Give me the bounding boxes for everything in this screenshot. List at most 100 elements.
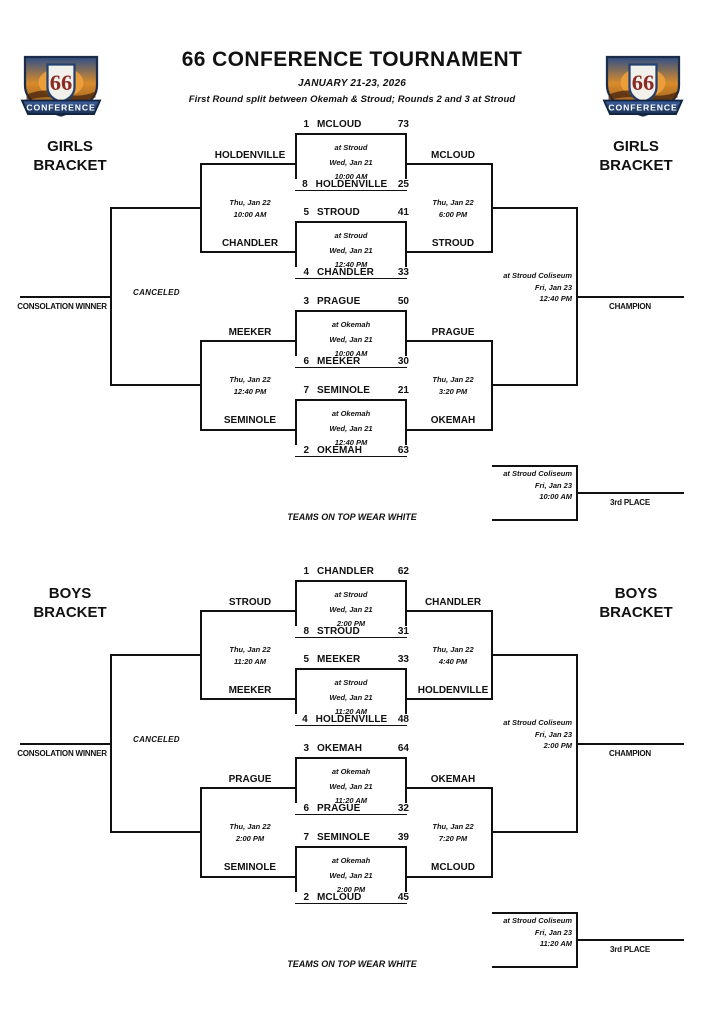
team-score: 30: [397, 356, 409, 367]
girls-consolation-1-spine: [200, 163, 202, 253]
seed: 7: [303, 832, 309, 843]
team-name: SEMINOLE: [317, 385, 371, 396]
girls-game-4-date: Wed, Jan 21: [329, 423, 373, 433]
boys-third-time: 11:20 AM: [539, 939, 572, 949]
girls-game-4-bottom-team: 2 OKEMAH 63: [295, 445, 409, 456]
girls-final-site: at Stroud Coliseum: [503, 271, 572, 280]
girls-consolation-2-top-name: MEEKER: [228, 327, 272, 338]
boys-bracket-label-right: BOYS BRACKET: [576, 585, 696, 623]
girls-game-1-date: Wed, Jan 21: [329, 157, 373, 167]
boys-game-4-time: 2:00 PM: [336, 884, 366, 894]
boys-game-2-site: at Stroud: [334, 678, 368, 688]
girls-label-line1: GIRLS: [613, 138, 659, 155]
girls-game-4-site: at Okemah: [331, 409, 371, 419]
boys-label-line2: BRACKET: [599, 603, 673, 621]
boys-third-meta: at Stroud Coliseum Fri, Jan 23 11:20 AM: [486, 915, 572, 950]
boys-semifinal-2-bottom-line: [407, 876, 493, 878]
boys-game-4-bottom-team: 2 MCLOUD 45: [295, 892, 409, 903]
boys-semifinal-2-bottom-name: MCLOUD: [431, 862, 475, 873]
girls-champion-label: CHAMPION: [609, 302, 651, 311]
team-score: 31: [397, 626, 409, 637]
team-score: 21: [397, 385, 409, 396]
seed: 5: [303, 654, 309, 665]
boys-final-date: Fri, Jan 23: [534, 729, 572, 739]
girls-semifinal-1-date: Thu, Jan 22: [432, 198, 474, 207]
girls-semifinal-1-time: 6:00 PM: [438, 209, 468, 219]
girls-semifinal-2-time: 3:20 PM: [438, 386, 468, 396]
team-score: 62: [397, 566, 409, 577]
seed: 8: [303, 626, 309, 637]
team-score: 33: [397, 654, 409, 665]
girls-consolation-1-top-name: HOLDENVILLE: [214, 150, 286, 161]
boys-final-time: 2:00 PM: [543, 741, 572, 751]
boys-semifinal-1-bottom-name: HOLDENVILLE: [417, 685, 489, 696]
boys-semifinal-1-date: Thu, Jan 22: [432, 645, 474, 654]
girls-game-1-bottom-team: 8 HOLDENVILLE 25: [295, 179, 409, 190]
girls-game-2-site: at Stroud: [334, 231, 368, 241]
team-score: 73: [397, 119, 409, 130]
team-score: 48: [397, 714, 409, 725]
boys-semifinal-2-top-line: [407, 787, 493, 789]
boys-game-4-top-team: 7 SEMINOLE 39: [295, 832, 409, 843]
girls-game-2-top-team: 5 STROUD 41: [295, 207, 409, 218]
boys-game-2-bottom-team: 4 HOLDENVILLE 48: [295, 714, 409, 725]
girls-consolation-1-bottom-name: CHANDLER: [221, 238, 279, 249]
girls-game-3-top-team: 3 PRAGUE 50: [295, 296, 409, 307]
boys-semifinal-1-bottom-line: [407, 698, 493, 700]
girls-semifinal-1-meta: Thu, Jan 22 6:00 PM: [410, 197, 496, 220]
boys-game-3-top-team: 3 OKEMAH 64: [295, 743, 409, 754]
boys-consolation-final-spine: [110, 654, 112, 833]
seed: 4: [302, 714, 308, 725]
girls-consolation-final-bottom-line: [110, 384, 201, 386]
girls-third-place-label: 3rd PLACE: [610, 498, 650, 507]
girls-consolation-winner-label: CONSOLATION WINNER: [17, 302, 107, 311]
boys-semifinal-2-meta: Thu, Jan 22 7:20 PM: [410, 821, 496, 844]
girls-consolation-1-meta: Thu, Jan 22 10:00 AM: [205, 197, 295, 220]
girls-third-site: at Stroud Coliseum: [503, 469, 572, 478]
boys-consolation-2-meta: Thu, Jan 22 2:00 PM: [205, 821, 295, 844]
boys-third-place-line: [576, 939, 684, 941]
team-score: 25: [397, 179, 409, 190]
girls-third-bottom-line: [492, 519, 578, 521]
girls-label-line2: BRACKET: [33, 156, 107, 174]
conference-logo-left: 66 CONFERENCE: [16, 48, 106, 120]
boys-consolation-1-meta: Thu, Jan 22 11:20 AM: [205, 644, 295, 667]
girls-semifinal-1-top-line: [407, 163, 493, 165]
girls-consolation-1-date: Thu, Jan 22: [229, 198, 271, 207]
girls-consolation-2-bottom-name: SEMINOLE: [223, 415, 277, 426]
boys-game-2-top-team: 5 MEEKER 33: [295, 654, 409, 665]
boys-consolation-1-bottom-name: MEEKER: [228, 685, 272, 696]
girls-final-time: 12:40 PM: [539, 294, 572, 304]
boys-semifinal-1-meta: Thu, Jan 22 4:40 PM: [410, 644, 496, 667]
girls-bracket-label-right: GIRLS BRACKET: [576, 138, 696, 176]
logo-conference-text: CONFERENCE: [608, 102, 677, 112]
team-name: SEMINOLE: [317, 832, 371, 843]
girls-consolation-winner-line: [20, 296, 111, 298]
boys-consolation-2-bottom-name: SEMINOLE: [223, 862, 277, 873]
girls-game-1-site: at Stroud: [334, 143, 368, 153]
boys-final-site: at Stroud Coliseum: [503, 718, 572, 727]
seed: 1: [303, 566, 309, 577]
seed: 2: [303, 892, 309, 903]
boys-consolation-1-spine: [200, 610, 202, 700]
girls-final-top-line: [492, 207, 578, 209]
girls-semifinal-2-bottom-name: OKEMAH: [430, 415, 476, 426]
girls-consolation-1-bottom-line: [200, 251, 295, 253]
team-name: OKEMAH: [317, 743, 363, 754]
seed: 3: [303, 743, 309, 754]
boys-consolation-1-date: Thu, Jan 22: [229, 645, 271, 654]
seed: 5: [303, 207, 309, 218]
boys-game-1-date: Wed, Jan 21: [329, 604, 373, 614]
boys-consolation-2-top-name: PRAGUE: [228, 774, 272, 785]
girls-semifinal-1-top-name: MCLOUD: [431, 150, 475, 161]
team-name: OKEMAH: [317, 445, 363, 456]
girls-semifinal-1-bottom-name: STROUD: [431, 238, 475, 249]
girls-game-2-bottom-team: 4 CHANDLER 33: [295, 267, 409, 278]
girls-consolation-2-bottom-line: [200, 429, 295, 431]
team-name: MEEKER: [317, 356, 361, 367]
boys-third-place-label: 3rd PLACE: [610, 945, 650, 954]
girls-third-place-line: [576, 492, 684, 494]
boys-game-3-date: Wed, Jan 21: [329, 781, 373, 791]
girls-final-meta: at Stroud Coliseum Fri, Jan 23 12:40 PM: [486, 270, 572, 305]
